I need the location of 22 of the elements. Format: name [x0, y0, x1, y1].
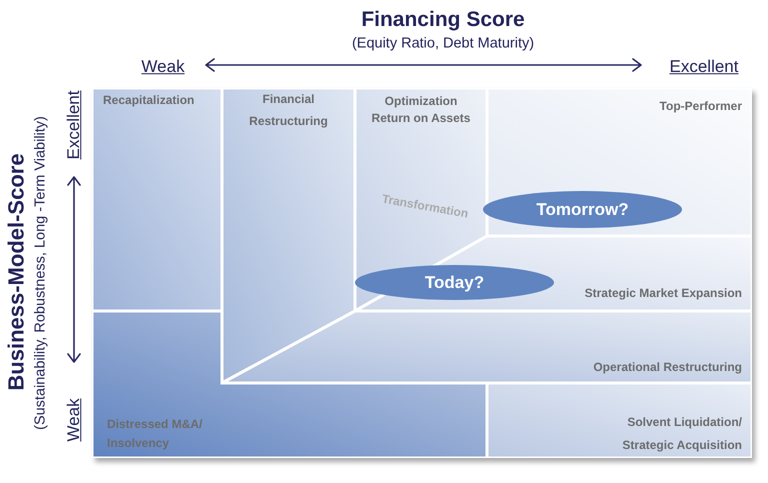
region-label: Solvent Liquidation/ Strategic Acquisition	[621, 414, 742, 454]
region-label: Strategic Market Expansion	[584, 285, 742, 301]
axis-title: Financing Score	[361, 8, 525, 32]
axis-subtitle: (Equity Ratio, Debt Maturity)	[352, 36, 534, 52]
region-label: Top-Performer	[660, 98, 742, 114]
matrix-region	[355, 236, 752, 311]
axis-end-label: Excellent	[670, 57, 738, 77]
axis-end-label: Weak	[64, 398, 84, 442]
region-label: Operational Restructuring	[593, 359, 742, 375]
matrix-region	[355, 88, 487, 311]
matrix-region	[222, 311, 752, 383]
region-label: Financial Restructuring	[248, 91, 329, 130]
region-label: Optimization Return on Assets	[370, 93, 472, 127]
axis-end-label: Excellent	[64, 90, 84, 160]
matrix-region	[222, 88, 355, 383]
region-label: Distressed M&A/ Insolvency	[107, 416, 204, 452]
region-label: Recapitalization	[103, 92, 194, 108]
axis-title: Business-Model-Score	[3, 153, 29, 391]
matrix-region	[487, 383, 752, 458]
axis-end-label: Weak	[141, 57, 185, 77]
matrix-region	[92, 88, 222, 311]
axis-subtitle: (Sustainability, Robustness, Long -Term Viability)	[32, 116, 50, 430]
